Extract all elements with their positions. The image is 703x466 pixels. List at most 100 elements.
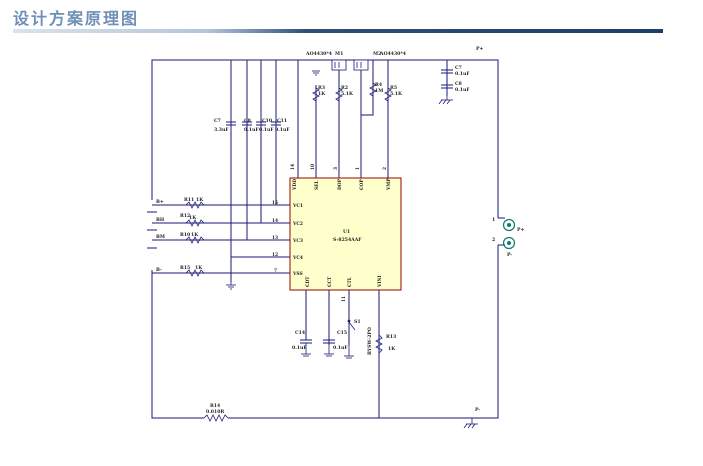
r3-ref: R3 [318,85,325,91]
r5-value: 5.1K [390,91,403,97]
net-b-plus: B+ [156,199,164,205]
r2-value: 5.1K [341,91,354,97]
pin-num-vc1: 15 [272,201,278,206]
m2-part: AO4430*4 [379,51,407,57]
r14-ref: R14 [210,403,221,409]
c-top2-ref: C8 [455,81,462,87]
connector-p-plus [502,218,516,232]
chip-ref: U1 [343,229,350,235]
r5-body [384,85,392,104]
c-top-value: 0.1uF [455,71,470,77]
pin-num-vc4: 12 [272,253,278,258]
r3-value: 1K [318,91,326,97]
ground-symbol-bottom-right [463,418,478,429]
pin-cct: CCT [328,276,333,287]
conn-pin-1: 1 [492,217,495,223]
switch-s1 [347,319,356,331]
pin-num-ctl: 11 [342,296,347,302]
r2-ref: R2 [341,85,348,91]
m1-part: AO4430*4 [305,51,333,57]
pin-vc2: VC2 [292,222,303,227]
r14-value: 0.010R [206,409,224,415]
r4-ref: R4 [375,82,383,88]
r14-body [203,414,229,422]
net-p-minus: P- [475,407,480,413]
r4-body [369,80,377,99]
pin-num-cop: 1 [356,167,361,170]
switch-ref: S1 [354,319,361,325]
pin-cop: COP [360,179,365,190]
mosfet-m2 [353,59,369,71]
pin-ctl: CTL [348,277,353,287]
c7-value: 3.3uF [214,127,229,133]
slide-title: 设计方案原理图 [13,9,140,28]
pin-vc1: VC1 [292,204,303,209]
m1-ref: M1 [335,51,343,57]
pin-sel: SEL [315,180,320,190]
c15-ref: C15 [337,330,347,336]
chip-u1 [289,177,402,291]
top-right-wire [366,59,499,218]
slide-header: 设计方案原理图 [0,0,703,40]
r10-value: 1K [191,232,199,238]
net-bh: BH [156,217,165,223]
conn-label-p-plus: P+ [517,227,524,233]
pin-vdd: VDD [293,179,298,191]
c14-value: 0.1uF [292,345,307,351]
pin-dop: DOP [338,178,343,190]
r3-body [312,85,320,104]
r10-ref: R10 [180,232,190,238]
c15-value: 0.1uF [333,345,348,351]
net-bm: BM [156,234,165,240]
pin-vc4: VC4 [292,256,303,261]
r4-wire [361,60,374,116]
r5-ref: R5 [390,85,397,91]
r13-value: 1K [388,346,396,352]
r12-ref: R12 [180,213,190,219]
pin-num-vdd: 14 [291,164,296,170]
switch-part: BYSW-2PO [367,327,373,355]
net-p-plus: P+ [476,46,483,52]
c8-value: 0.1uF [244,127,259,133]
c14-ref: C14 [295,330,306,336]
r12-body [185,219,205,227]
connector-p-plus-core [507,223,511,227]
pin-num-vc2: 14 [272,219,278,224]
pin-vini: VINI [378,275,383,288]
conn-pin-2: 2 [492,237,495,243]
pin-vc3: VC3 [292,239,303,244]
r11-ref: R11 [184,197,194,203]
pin-vmp: VMP [387,178,392,191]
c11-value: 0.1uF [275,127,290,133]
r2-body [335,85,343,104]
connector-p-minus-core [507,241,511,245]
c7-ref: C7 [214,118,221,124]
r11-body [185,201,205,209]
pin-num-dop: 3 [334,167,339,170]
bottom-wire [228,245,499,419]
r11-value: 1K [196,197,204,203]
pin-num-sel: 10 [311,164,316,170]
m2-ref: M2 [373,51,381,57]
top-left-wire [151,59,300,200]
net-b-minus: B- [156,267,162,273]
ground-symbol-left [226,282,236,290]
title-underline [13,29,663,33]
pin-vss: VSS [292,272,303,277]
ground-symbol-c14 [301,343,311,357]
r15-value: 1K [195,265,203,271]
ground-symbol-top-right [438,96,453,105]
r12-value: 1K [189,215,197,221]
c10-ref: C10 [262,118,272,124]
c-top2-value: 0.1uF [455,87,470,93]
ground-symbol-c15 [324,343,334,357]
r13-body [375,334,383,354]
c10-value: 0.1uF [259,127,274,133]
bottom-left-wire [151,270,204,419]
connector-p-minus [502,236,516,250]
c8-ref: C8 [244,118,251,124]
pin-cdt: CDT [306,276,311,287]
conn-label-p-minus: P- [507,252,512,258]
r13-ref: R13 [386,334,396,340]
